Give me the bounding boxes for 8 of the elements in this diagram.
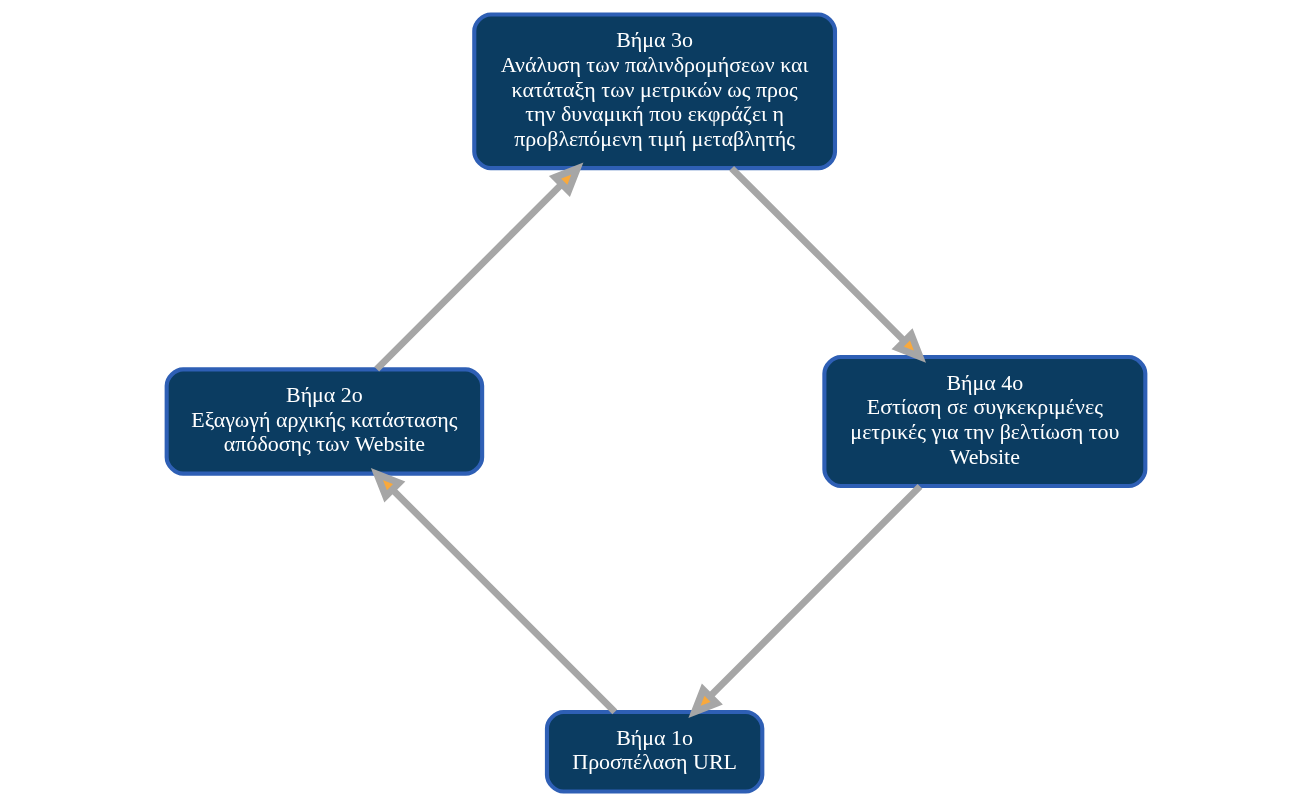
node-box: Βήμα 2ο Εξαγωγή αρχικής κατάστασης απόδοσης των Website [164,366,484,476]
arrow [687,483,922,718]
arrow [370,467,617,714]
node-box: Βήμα 4ο Εστίαση σε συγκεκριμένες μετρικές για την βελτίωση του Website [821,354,1147,488]
arrow [728,165,926,363]
node-box: Βήμα 3ο Ανάλυση των παλινδρομήσεων και κατάταξη των μετρικών ως προς την δυναμική που εκφράζει η προβλεπόμενη τιμή μεταβλητής [471,11,837,170]
arrow [373,162,583,372]
node-box: Βήμα 1ο Προσπέλαση URL [544,709,764,794]
